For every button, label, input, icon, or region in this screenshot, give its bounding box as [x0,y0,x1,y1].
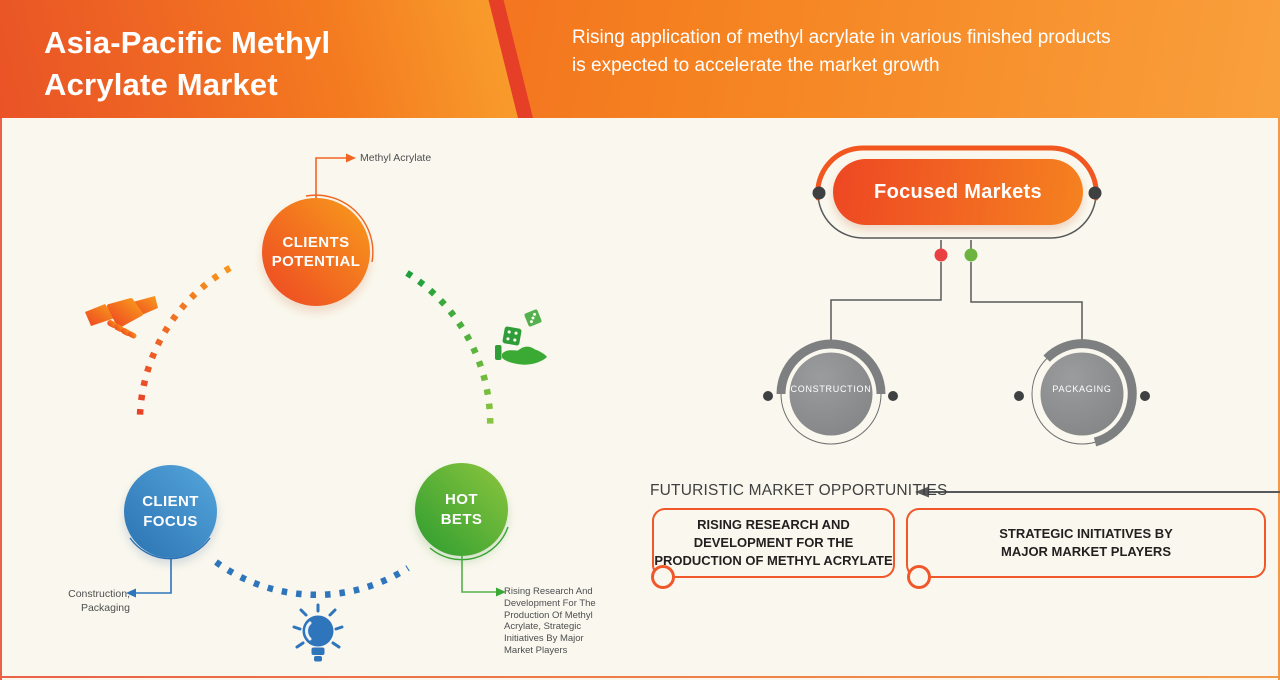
segment-label-packaging: PACKAGING [1052,384,1112,394]
branch-line-packaging [970,262,1083,341]
opportunity-ring-2 [907,565,931,589]
dashed-arc-orange [136,265,232,416]
pill-top-arc [815,145,1099,201]
focused-markets-outline [812,145,1102,341]
deco-arc-blue [129,537,211,560]
client-focus-note: Construction, Packaging [68,588,130,614]
hot-bets-label: HOT BETS [440,490,483,528]
clients-potential-label: CLIENTS POTENTIAL [271,234,361,270]
callout-connectors [126,153,506,598]
dashed-arc-blue [214,559,410,599]
arrowhead-clients-potential [346,153,356,163]
page-subtitle: Rising application of methyl acrylate in… [572,27,1111,76]
branch-line-construction [830,262,942,341]
frame-border-left [0,118,2,680]
frame-border-right [1278,118,1280,680]
frame-border-bottom [0,676,1280,678]
connector-client-focus [136,558,172,594]
focused-markets-title: Focused Markets [874,180,1042,203]
cycle-circle-hot-bets: HOT BETS [415,463,508,556]
deco-arc-orange [305,194,374,263]
page-title: Asia-Pacific Methyl Acrylate Market [44,25,331,102]
arrowhead-hot-bets [496,587,506,597]
branch-dot-red [934,248,948,262]
branch-dot-green [964,248,978,262]
segment-label-construction: CONSTRUCTION [790,384,872,394]
cycle-dashed-arcs [136,265,494,599]
hot-bets-note: Rising Research And Development For The … [504,586,596,656]
opportunity-text-1: RISING RESEARCH AND DEVELOPMENT FOR THE … [654,517,893,568]
clients-potential-note: Methyl Acrylate [360,152,432,164]
handshake-icon [85,296,158,339]
pill-side-dot-right [1088,186,1102,200]
opportunity-box-1: RISING RESEARCH AND DEVELOPMENT FOR THE … [652,508,895,578]
segment-node-construction [763,339,898,445]
opportunity-text-2: STRATEGIC INITIATIVES BY MAJOR MARKET PL… [999,526,1173,559]
opportunity-ring-1 [651,565,675,589]
connector-hot-bets [461,556,496,593]
dashed-arc-green [405,270,494,433]
connector-clients-potential [315,157,346,198]
cycle-circle-clients-potential: CLIENTS POTENTIAL [262,198,370,306]
heading-arrow [915,486,1280,498]
header-banner: Asia-Pacific Methyl Acrylate Market Risi… [0,0,1280,118]
cycle-circle-client-focus: CLIENT FOCUS [124,465,217,558]
focused-markets-pill: Focused Markets [833,159,1083,225]
arrowhead-client-focus [126,588,136,598]
deco-arc-green [429,526,509,561]
segment-node-packaging [1014,339,1150,447]
opportunities-heading: FUTURISTIC MARKET OPPORTUNITIES [650,482,948,499]
pill-side-dot-left [812,186,826,200]
client-focus-label: CLIENT FOCUS [142,492,199,530]
dice-hand-icon [495,309,547,365]
lightbulb-icon [292,603,344,662]
opportunity-box-2: STRATEGIC INITIATIVES BY MAJOR MARKET PL… [906,508,1266,578]
